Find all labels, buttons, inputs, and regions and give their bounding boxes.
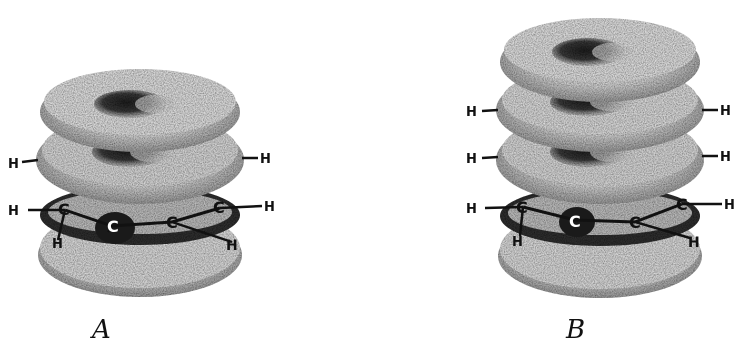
panel-label-a: A [90, 315, 111, 345]
hydrogen-atom: H [260, 152, 271, 167]
hydrogen-atom: H [724, 198, 735, 213]
hydrogen-atom: H [264, 200, 275, 215]
hydrogen-atom: H [52, 237, 63, 252]
carbon-atom: C [58, 200, 70, 219]
carbon-atom: C [107, 217, 119, 236]
hydrogen-atom: H [8, 204, 19, 219]
hydrogen-atom: H [688, 235, 700, 251]
panel-label-b: B [565, 315, 585, 345]
hydrogen-atom: H [466, 152, 477, 167]
hydrogen-atom: H [512, 235, 523, 250]
panel-b: C C C C H H H H H H H H [466, 18, 735, 345]
carbon-atom: C [166, 213, 178, 232]
panel-a: C C C C H H H H H H A [8, 69, 275, 345]
hydrogen-atom: H [226, 238, 238, 254]
carbon-atom: C [569, 212, 581, 231]
hydrogen-atom: H [8, 157, 19, 172]
carbon-atom: C [629, 213, 641, 232]
hydrogen-atom: H [466, 202, 477, 217]
carbon-atom: C [676, 195, 688, 214]
top-torus [500, 18, 700, 102]
hydrogen-atom: H [466, 105, 477, 120]
carbon-atom: C [213, 198, 225, 217]
top-torus [40, 69, 240, 152]
carbon-atom: C [516, 198, 528, 217]
hydrogen-atom: H [720, 104, 731, 119]
hydrogen-atom: H [720, 150, 731, 165]
